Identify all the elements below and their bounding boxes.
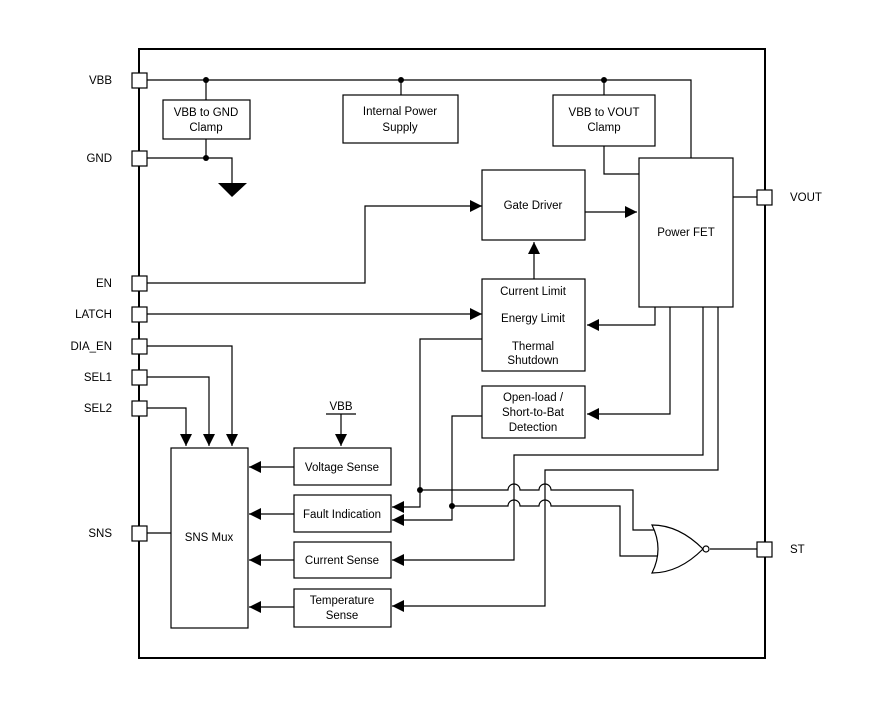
svg-text:Supply: Supply (382, 122, 417, 134)
svg-text:Energy Limit: Energy Limit (501, 313, 566, 325)
svg-text:Detection: Detection (509, 422, 558, 434)
block-open-load-detection: Open-load / Short-to-Bat Detection (481, 385, 586, 439)
svg-text:SNS Mux: SNS Mux (185, 532, 234, 544)
svg-text:Gate Driver: Gate Driver (504, 200, 563, 212)
pin-sns-label: SNS (88, 528, 112, 540)
pin-vout-label: VOUT (790, 192, 822, 204)
svg-text:Thermal: Thermal (512, 341, 554, 353)
ground-icon (218, 183, 247, 197)
pin-st[interactable] (756, 541, 773, 558)
svg-text:Current Sense: Current Sense (305, 555, 379, 567)
block-gate-driver: Gate Driver (481, 169, 586, 241)
pin-vbb[interactable] (131, 72, 148, 89)
block-temperature-sense: Temperature Sense (293, 588, 392, 628)
svg-text:Open-load /: Open-load / (503, 392, 564, 404)
svg-text:Power FET: Power FET (657, 227, 715, 239)
svg-text:Sense: Sense (326, 610, 359, 622)
pin-vbb-label: VBB (89, 75, 112, 87)
pin-dia-en[interactable] (131, 338, 148, 355)
pin-sns[interactable] (131, 525, 148, 542)
svg-text:Internal Power: Internal Power (363, 106, 437, 118)
svg-text:VBB to VOUT: VBB to VOUT (569, 107, 640, 119)
junction-dots (203, 77, 607, 509)
pin-en-label: EN (96, 278, 112, 290)
pin-gnd-label: GND (86, 153, 112, 165)
block-current-sense: Current Sense (293, 541, 392, 579)
block-sns-mux: SNS Mux (170, 447, 249, 629)
wires (147, 79, 757, 613)
svg-text:Temperature: Temperature (310, 595, 375, 607)
svg-text:Clamp: Clamp (587, 122, 620, 134)
svg-text:Clamp: Clamp (189, 122, 222, 134)
nor-gate (651, 524, 710, 574)
pin-sel2-label: SEL2 (84, 403, 112, 415)
pin-vout[interactable] (756, 189, 773, 206)
svg-text:VBB to GND: VBB to GND (174, 107, 239, 119)
pin-dia-en-label: DIA_EN (70, 341, 112, 353)
pin-gnd[interactable] (131, 150, 148, 167)
block-vbb-gnd-clamp: VBB to GND Clamp (162, 99, 251, 140)
pin-en[interactable] (131, 275, 148, 292)
svg-text:Current Limit: Current Limit (500, 286, 567, 298)
block-voltage-sense: Voltage Sense (293, 447, 392, 486)
svg-text:Fault Indication: Fault Indication (303, 509, 381, 521)
pin-st-label: ST (790, 544, 805, 556)
pin-sel1-label: SEL1 (84, 372, 112, 384)
block-vbb-vout-clamp: VBB to VOUT Clamp (552, 94, 656, 147)
svg-text:Short-to-Bat: Short-to-Bat (502, 407, 565, 419)
pin-sel2[interactable] (131, 400, 148, 417)
svg-text:Shutdown: Shutdown (507, 355, 558, 367)
block-power-fet: Power FET (638, 157, 734, 308)
block-protection: Current Limit Energy Limit Thermal Shutd… (481, 278, 586, 372)
pin-sel1[interactable] (131, 369, 148, 386)
pin-latch[interactable] (131, 306, 148, 323)
block-internal-power-supply: Internal Power Supply (342, 94, 459, 144)
block-fault-indication: Fault Indication (293, 494, 392, 533)
pin-latch-label: LATCH (75, 309, 112, 321)
vbb-reference-label: VBB (329, 401, 352, 413)
svg-text:Voltage Sense: Voltage Sense (305, 462, 379, 474)
nor-output-bubble (702, 545, 710, 553)
pins: VBB GND EN LATCH DIA_EN SEL1 SEL2 SNS VO… (70, 72, 822, 558)
